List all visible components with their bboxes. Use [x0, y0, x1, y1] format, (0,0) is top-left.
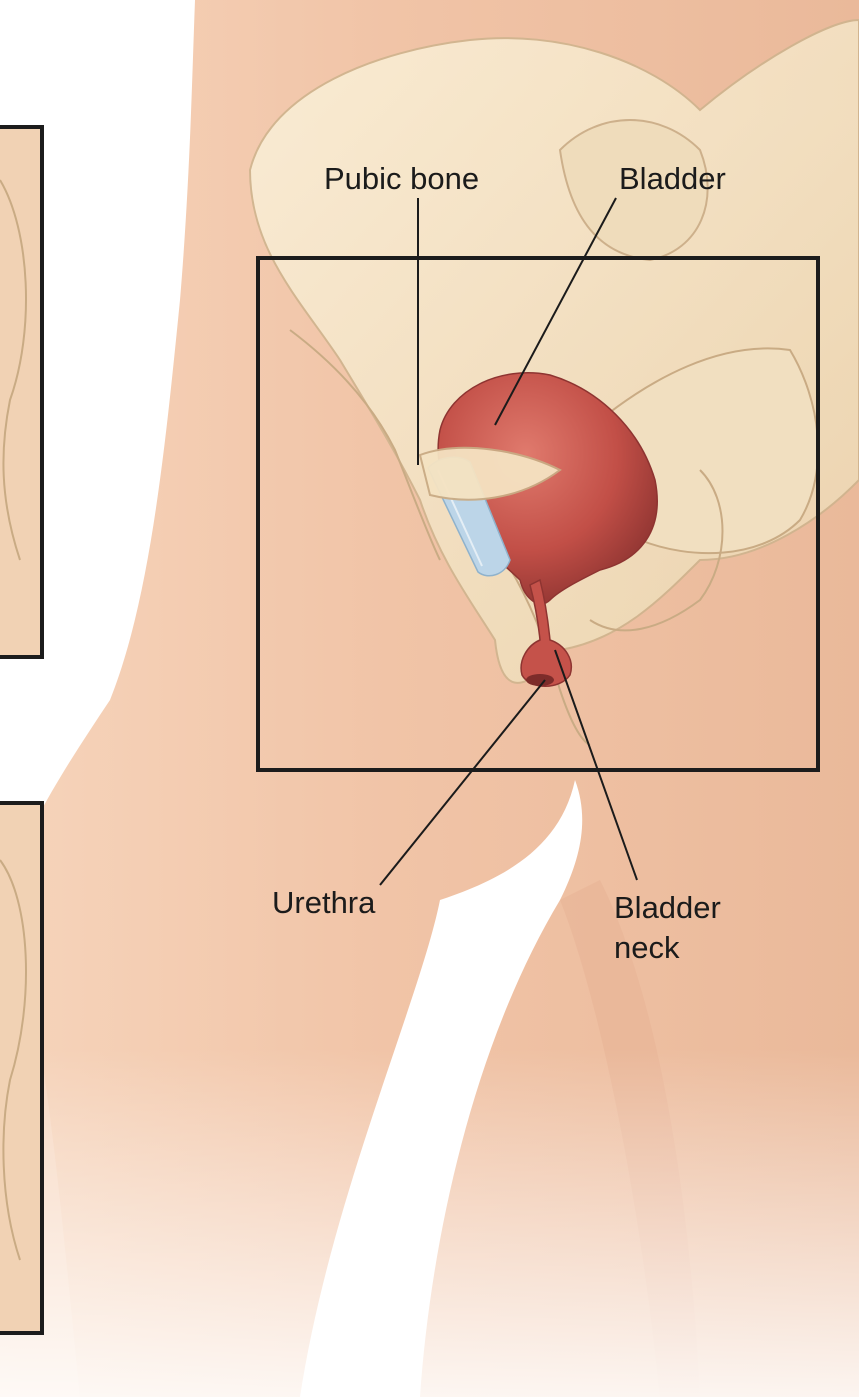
label-bladder: Bladder: [619, 159, 726, 199]
label-pubic-bone: Pubic bone: [324, 159, 479, 199]
label-bladder-neck-line-1: Bladder: [614, 888, 721, 928]
label-bladder-neck-line-2: neck: [614, 928, 721, 968]
label-urethra: Urethra: [272, 883, 375, 923]
label-bladder-neck: Bladder neck: [614, 888, 721, 968]
